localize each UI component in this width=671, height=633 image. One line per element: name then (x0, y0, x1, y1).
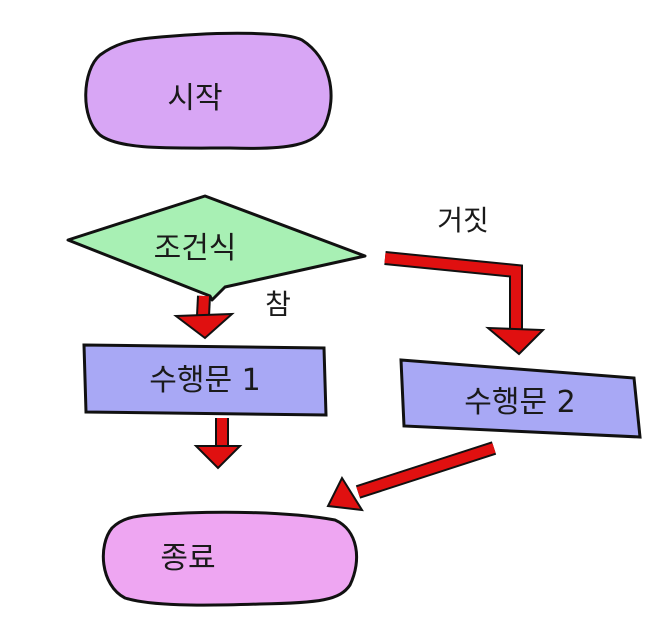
start-node: 시작 (84, 31, 333, 150)
process1-node: 수행문 1 (82, 343, 328, 417)
start-shape (84, 31, 333, 150)
arrow-process2-to-end (326, 441, 497, 512)
false-label: 거짓 (437, 204, 489, 237)
process2-label: 수행문 2 (464, 385, 575, 420)
condition-shape (66, 194, 367, 302)
process1-label: 수행문 1 (149, 363, 260, 398)
true-label: 참 (265, 288, 291, 321)
end-shape (101, 510, 359, 607)
condition-label: 조건식 (154, 231, 237, 266)
arrow-condition-to-process1 (173, 295, 235, 340)
condition-node: 조건식 (66, 194, 367, 302)
end-node: 종료 (101, 510, 359, 607)
start-label: 시작 (167, 81, 222, 116)
arrow-condition-to-process2 (384, 251, 546, 356)
arrow-process1-to-end (193, 418, 243, 470)
process1-shape (82, 343, 328, 417)
process2-shape (399, 358, 642, 439)
end-label: 종료 (160, 541, 215, 576)
process2-node: 수행문 2 (399, 358, 642, 439)
